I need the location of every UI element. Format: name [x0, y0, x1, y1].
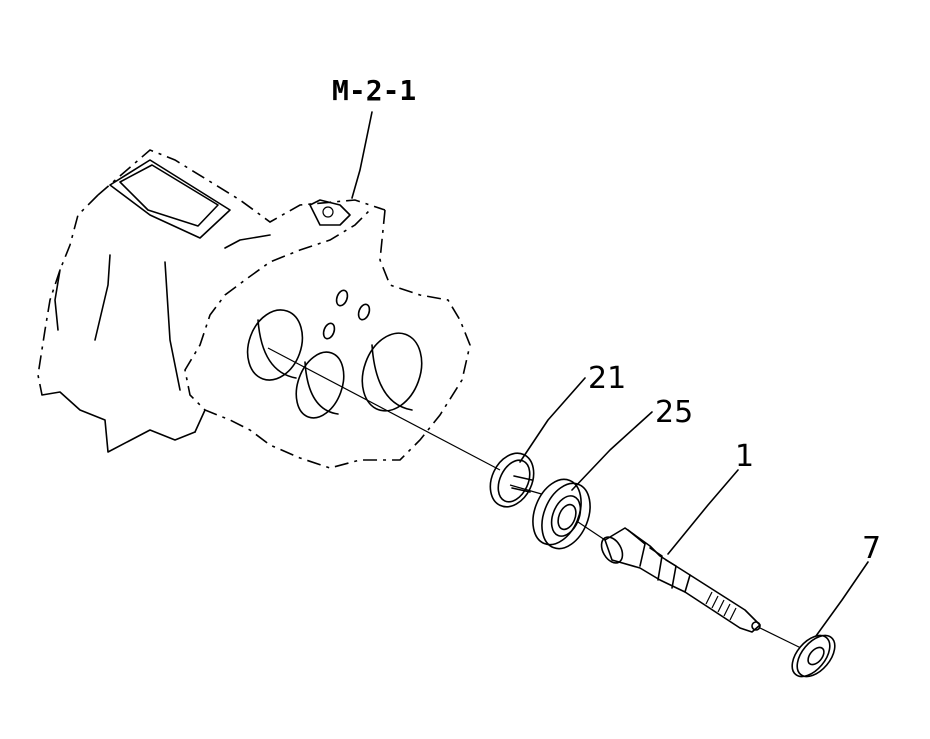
callout-label-1: 1 — [735, 439, 754, 474]
snap-ring — [489, 452, 535, 508]
bearing — [532, 478, 591, 550]
reference-leader-line — [351, 111, 373, 199]
callout-label-21: 21 — [588, 361, 626, 396]
assembly-axis-line-3 — [577, 521, 606, 541]
callout-label-25: 25 — [655, 395, 693, 430]
assembly-axis-line — [267, 347, 501, 471]
reference-label: M-2-1 — [332, 74, 416, 107]
callout-leader-25 — [571, 411, 653, 491]
assembly-axis-line-4 — [759, 627, 806, 651]
callout-leader-21 — [519, 377, 586, 463]
transmission-housing — [37, 149, 471, 469]
shaft — [600, 527, 761, 633]
callout-leader-1 — [667, 469, 739, 555]
assembly-axis-line-2 — [509, 484, 546, 496]
callout-label-7: 7 — [862, 531, 881, 566]
washer — [791, 634, 836, 678]
callout-leader-7 — [815, 561, 869, 637]
